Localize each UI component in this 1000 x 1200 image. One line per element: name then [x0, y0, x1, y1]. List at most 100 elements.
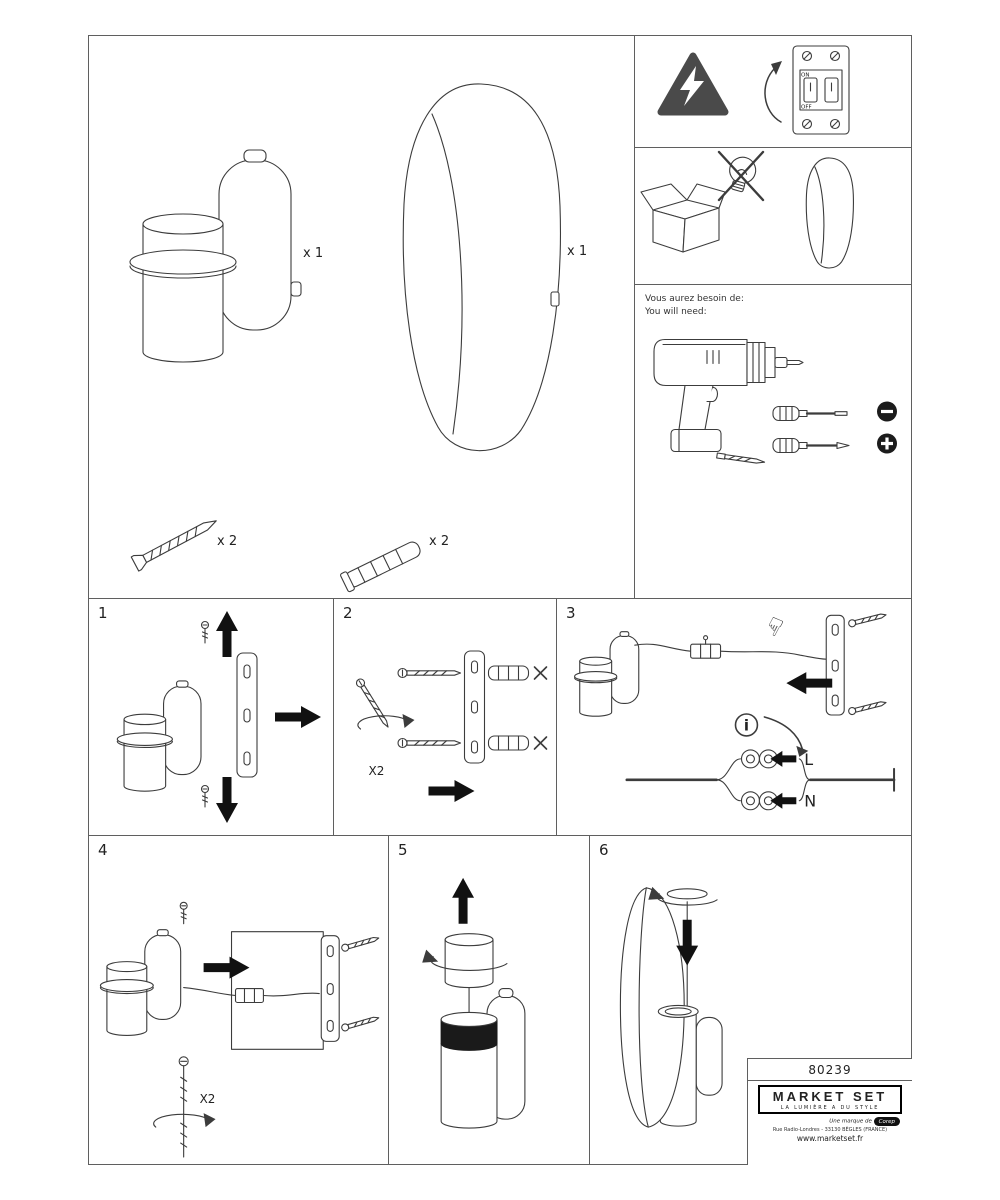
arrow-left-icon — [786, 672, 833, 695]
step-6-number: 6 — [599, 841, 609, 859]
drill-icon — [653, 338, 804, 453]
terminal-block-icon — [690, 635, 722, 659]
mount-ring-drawing — [657, 1004, 699, 1018]
step-2-drawing: X2 — [355, 650, 548, 802]
branding-box: 80239 MARKET SET LA LUMIÈRE A DU STYLE U… — [747, 1058, 912, 1165]
shade-small-drawing — [806, 158, 853, 268]
wire-live-label: L — [804, 750, 813, 769]
screw-quantity: x 2 — [217, 534, 238, 549]
small-screw-icon — [200, 784, 210, 808]
product-number: 80239 — [748, 1059, 912, 1081]
brand-website: www.marketset.fr — [796, 1134, 864, 1143]
wall-anchor-drawing — [340, 541, 421, 593]
phillips-screwdriver-icon — [772, 437, 850, 454]
repeat-x2-label: X2 — [200, 1092, 216, 1106]
drill-mark-x-icon — [533, 736, 548, 750]
shade-side-drawing — [620, 888, 684, 1127]
power-warning-drawing: ON OFF — [657, 45, 850, 135]
shade-mount-disk — [666, 888, 708, 900]
arrow-down-icon — [676, 919, 699, 966]
step-1-number: 1 — [98, 604, 108, 622]
wall-column-drawing — [695, 1016, 723, 1096]
arrow-right-icon — [203, 956, 250, 979]
mounting-bracket-drawing — [236, 652, 258, 778]
breaker-off-label: OFF — [801, 105, 812, 111]
screw-icon — [848, 613, 887, 628]
arrow-left-icon — [770, 792, 797, 809]
wall-fixture-drawing — [575, 632, 639, 717]
step-6-drawing — [590, 886, 723, 1164]
wall-fixture-drawing — [100, 930, 180, 1036]
wall-anchor-icon — [487, 665, 530, 681]
power-warning-panel: ON OFF — [634, 35, 912, 148]
step-1-panel: 1 — [88, 598, 334, 836]
brand-tagline: LA LUMIÈRE A DU STYLE — [780, 1105, 880, 1111]
flathead-screwdriver-icon — [772, 405, 848, 422]
step-5-panel: 5 — [388, 835, 591, 1165]
wire — [262, 992, 320, 997]
tools-title-en: You will need: — [645, 306, 707, 317]
step-5-number: 5 — [398, 841, 408, 859]
arrow-right-icon — [428, 780, 475, 802]
step-4-panel: 4 — [88, 835, 389, 1165]
screw-turning-icon — [355, 678, 389, 728]
screw-icon — [341, 936, 380, 952]
terminal-block-icon — [234, 987, 264, 1004]
anchor-quantity: x 2 — [429, 534, 450, 549]
phillips-tip-icon — [877, 433, 897, 454]
drill-mark-x-icon — [533, 666, 548, 680]
pointing-hand-icon: ☞ — [757, 610, 792, 642]
tools-drawing — [653, 338, 897, 464]
wire — [634, 643, 692, 652]
screw-icon — [848, 701, 887, 716]
diffuser-cup-drawing — [444, 933, 494, 989]
tools-panel: Vous aurez besoin de: You will need: — [634, 284, 912, 599]
repeat-x2-label: X2 — [369, 764, 385, 778]
wiring-diagram: L N — [625, 749, 896, 811]
small-screw-icon — [200, 620, 210, 644]
arrow-right-icon — [275, 706, 321, 728]
corep-logo: Corep — [873, 1117, 900, 1126]
step-3-number: 3 — [566, 604, 576, 622]
parts-panel: x 1 x 1 x 2 x 2 — [88, 35, 635, 599]
mounting-bracket-drawing — [463, 650, 486, 764]
screw-icon — [397, 737, 462, 749]
unboxing-panel — [634, 147, 912, 285]
wire — [719, 650, 827, 660]
arrow-left-icon — [770, 750, 797, 767]
long-screw-icon — [178, 1056, 189, 1158]
brand-address: Rue Radio-Londres - 33130 BÈGLES (FRANCE… — [772, 1127, 888, 1133]
arrow-down-icon — [216, 777, 238, 823]
breaker-on-label: ON — [801, 73, 809, 79]
wall-anchor-icon — [487, 735, 530, 751]
small-screw-icon — [179, 901, 188, 925]
drill-bit-icon — [716, 452, 766, 464]
switch-off-arrow-icon — [764, 67, 782, 123]
unboxing-drawing — [640, 150, 911, 284]
info-icon: i — [734, 713, 759, 737]
flat-tip-icon — [877, 401, 897, 422]
parts-drawing — [89, 36, 634, 593]
rotation-arrow-icon — [153, 1113, 211, 1128]
brand-note: Une marque de Corep — [748, 1116, 912, 1127]
step-5-drawing — [422, 877, 526, 1129]
step-4-number: 4 — [98, 841, 108, 859]
mounting-bracket-drawing — [320, 935, 340, 1042]
svg-text:i: i — [744, 716, 749, 734]
open-box-icon — [640, 183, 726, 253]
wall-fixture-drawing — [117, 681, 201, 791]
step-3-panel: 3 ☞ — [556, 598, 912, 836]
step-4-drawing: X2 — [89, 901, 380, 1158]
wire-neutral-label: N — [804, 792, 816, 811]
step-2-panel: 2 X2 — [333, 598, 557, 836]
tools-title-fr: Vous aurez besoin de: — [645, 294, 744, 304]
screw-icon — [341, 1016, 380, 1032]
curved-arrow-icon — [763, 716, 804, 750]
step-1-drawing — [89, 611, 321, 823]
wire — [183, 986, 237, 997]
arrow-up-icon — [216, 611, 238, 657]
rotation-arrow-icon — [357, 715, 410, 730]
electric-warning-triangle-icon — [657, 52, 729, 116]
screw-drawing — [130, 520, 217, 572]
mounting-bracket-drawing — [825, 614, 845, 716]
